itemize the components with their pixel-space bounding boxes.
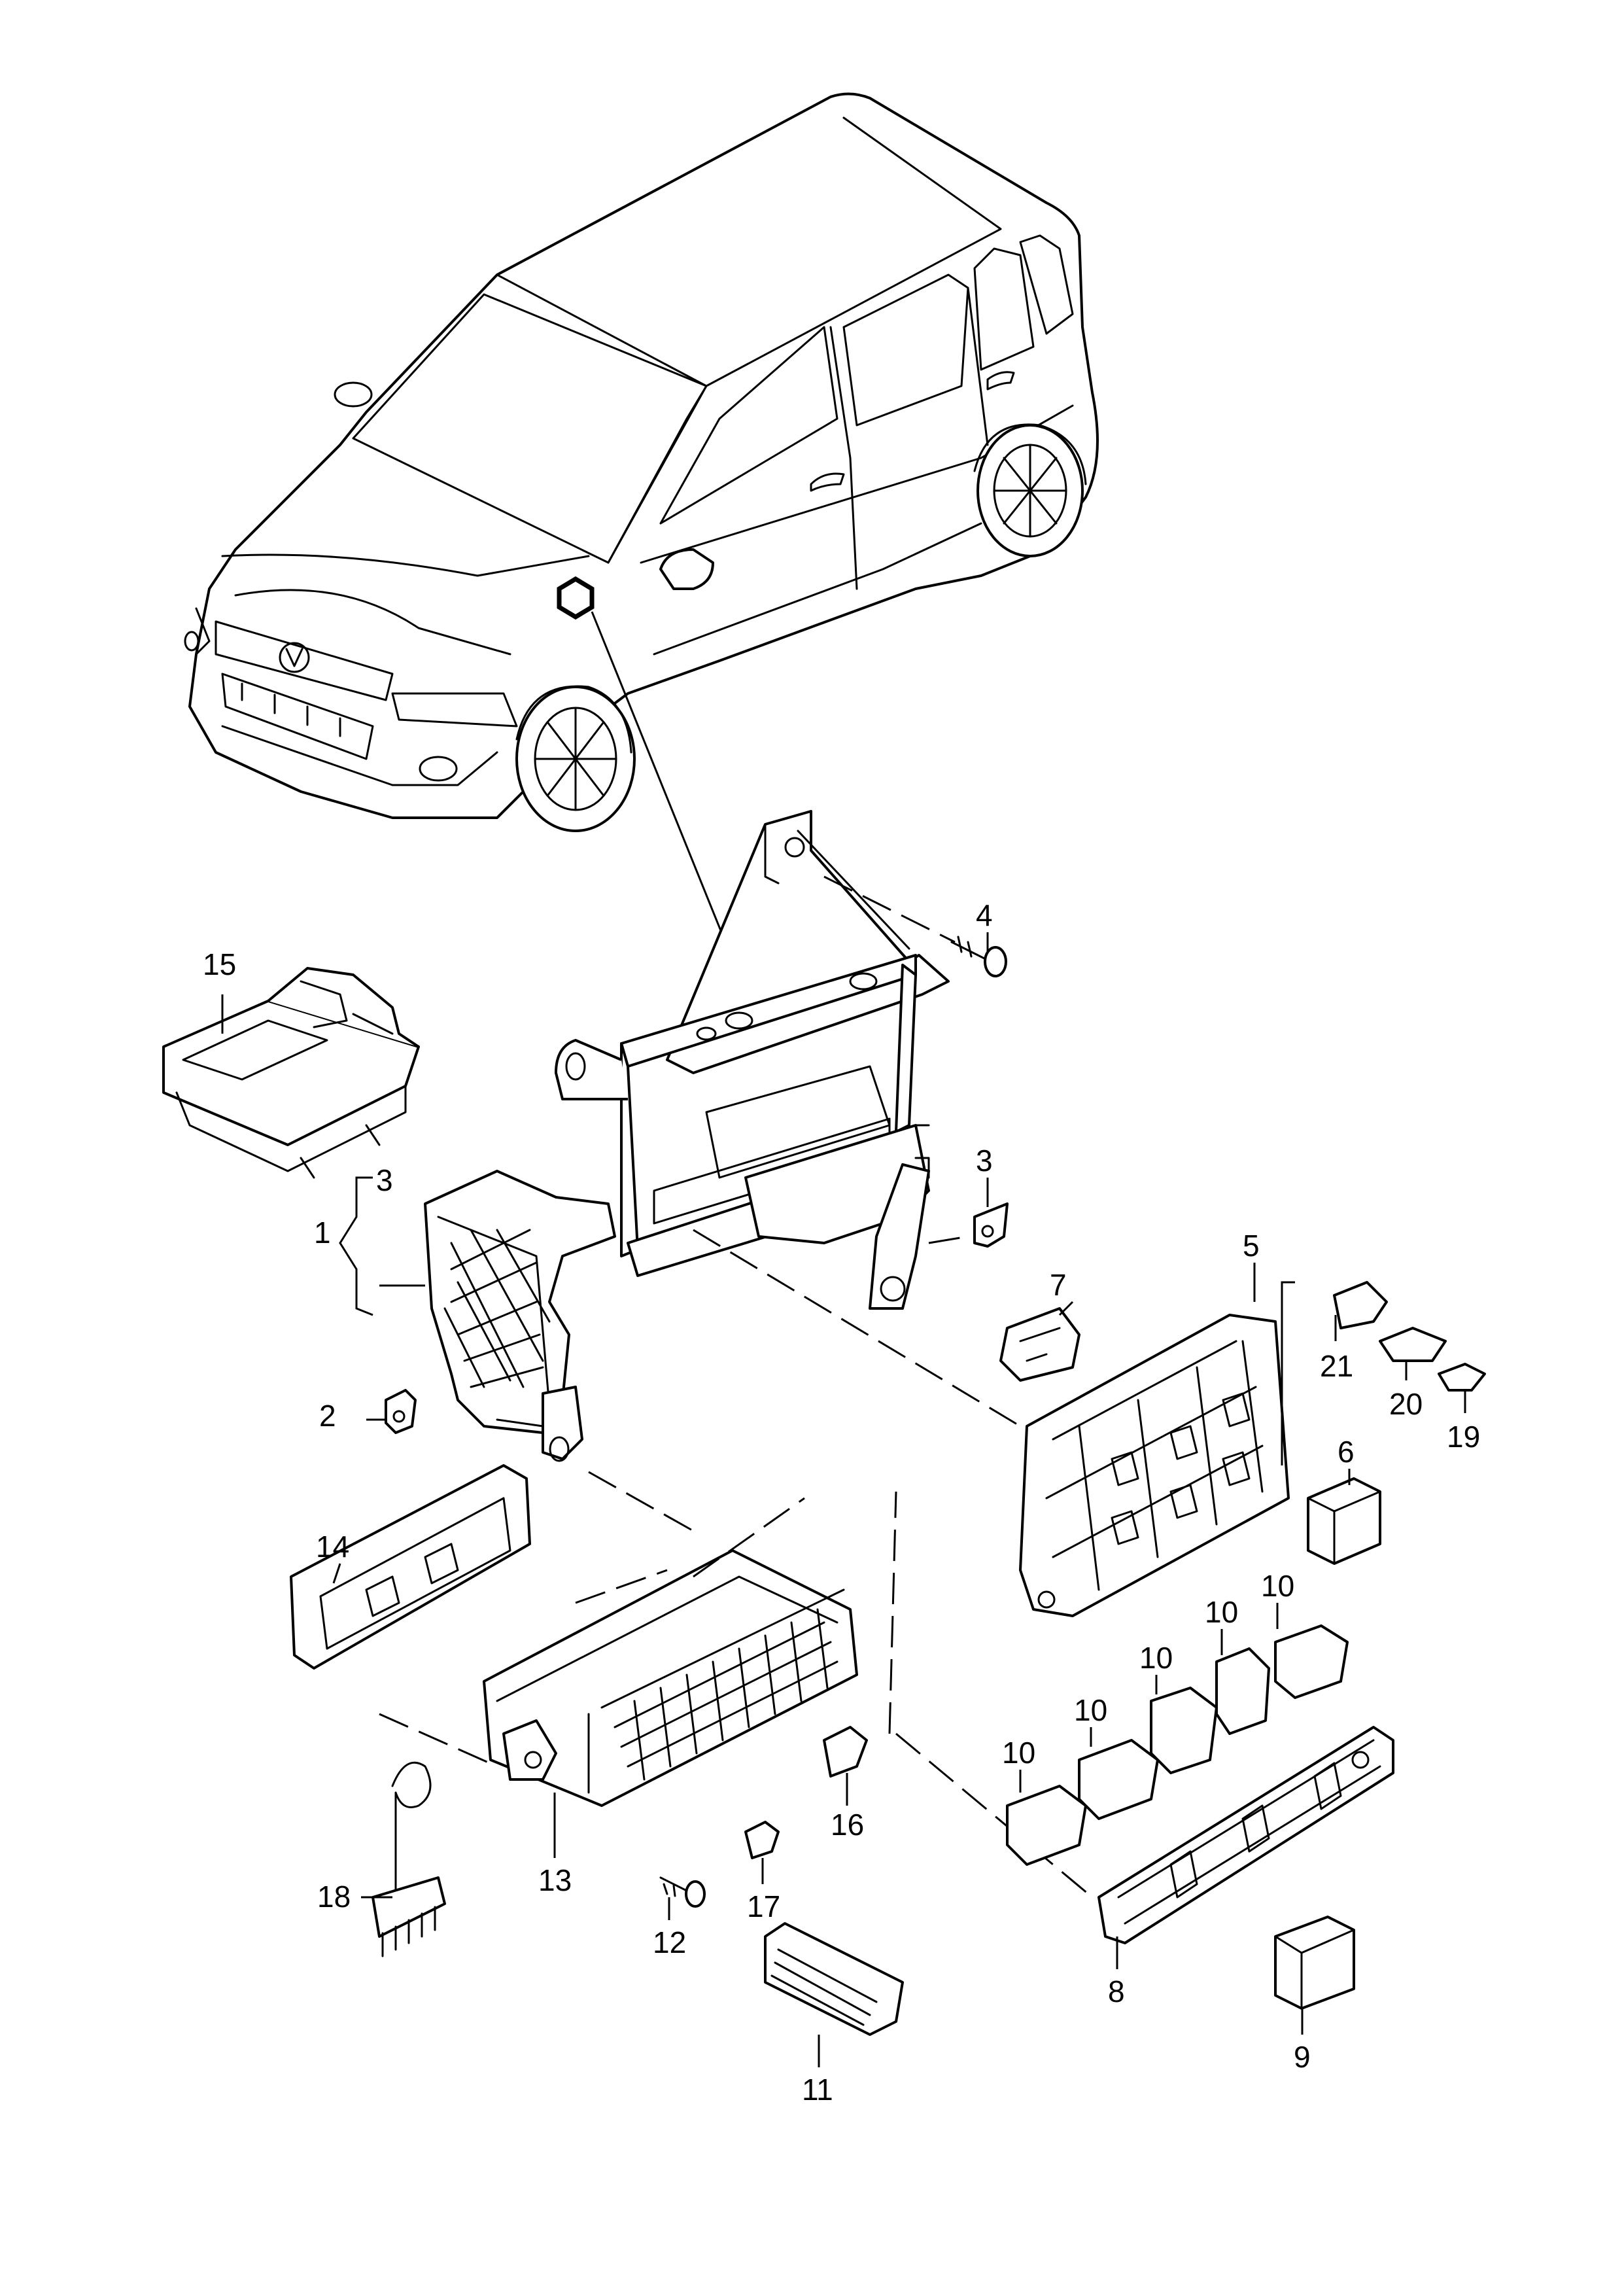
- relay-plate-part-5: [1019, 1314, 1290, 1617]
- vehicle-illustration: [184, 92, 1099, 832]
- ground-cable-part-17: [371, 1761, 446, 1957]
- callout-12: 14: [316, 1530, 349, 1564]
- clip-part-2: [385, 1389, 417, 1434]
- callout-17: 18: [317, 1880, 351, 1914]
- relay-part-6: [1307, 1477, 1381, 1565]
- callout-5: 5: [1243, 1229, 1260, 1263]
- callout-10-b: 10: [1074, 1693, 1107, 1727]
- callout-19: 19: [1447, 1420, 1480, 1454]
- relay-socket-part-10-a: [1006, 1785, 1087, 1866]
- callout-6: 6: [1338, 1435, 1355, 1469]
- callout-10-e: 10: [1261, 1569, 1294, 1603]
- callout-20: 20: [1389, 1387, 1423, 1421]
- callout-10-a: 10: [1002, 1736, 1035, 1770]
- callout-14: 16: [831, 1808, 864, 1842]
- location-marker-icon: [557, 576, 595, 620]
- callout-16: 12: [653, 1925, 686, 1959]
- locator-line: [591, 611, 724, 936]
- fuse-part-14: [823, 1726, 868, 1778]
- callout-11: 13: [538, 1863, 572, 1897]
- relay-carrier-part-13: [162, 967, 420, 1179]
- callout-21: 21: [1320, 1349, 1353, 1383]
- clip-part-3: [973, 1202, 1009, 1248]
- fuse-box-part-11: [483, 1549, 858, 1807]
- bracket-part-1: [424, 810, 950, 1462]
- relay-socket-part-7: [999, 1307, 1080, 1382]
- relay-socket-part-10-c: [1150, 1687, 1218, 1774]
- fuse-holder-part-21: [1333, 1281, 1388, 1329]
- fuse-part-15: [744, 1821, 780, 1859]
- relay-part-9: [1274, 1916, 1355, 2010]
- callout-3-left: 3: [376, 1163, 393, 1197]
- callout-13: 15: [203, 947, 236, 981]
- callout-labels: 15 3 1 2 4 3 7 5 21 20 19 6 14 10 10 10 …: [203, 898, 1480, 2107]
- callout-9: 9: [1294, 2040, 1311, 2074]
- relay-carrier-part-8: [1097, 1726, 1394, 1944]
- callout-4: 4: [976, 898, 993, 932]
- fuse-part-20: [1379, 1327, 1447, 1362]
- callout-15: 17: [747, 1889, 780, 1923]
- callout-8: 8: [1108, 1974, 1125, 2008]
- callout-18: 11: [802, 2073, 833, 2107]
- screw-part-16: [659, 1876, 706, 1908]
- relay-socket-part-10-d: [1215, 1647, 1270, 1735]
- fuse-part-19: [1438, 1363, 1486, 1392]
- callout-10-c: 10: [1139, 1641, 1173, 1675]
- callout-3-right: 3: [976, 1144, 993, 1178]
- callout-2: 2: [319, 1399, 336, 1433]
- callout-7: 7: [1050, 1268, 1067, 1302]
- callout-10-d: 10: [1205, 1595, 1238, 1629]
- screw-part-4: [950, 936, 1007, 977]
- relay-socket-part-10-b: [1078, 1739, 1159, 1820]
- leader-lines: [221, 932, 1466, 2067]
- relay-socket-part-10-e: [1274, 1624, 1349, 1699]
- cover-part-12: [290, 1464, 531, 1670]
- fuse-extractor-part-18: [764, 1922, 904, 2036]
- callout-1: 1: [314, 1216, 331, 1250]
